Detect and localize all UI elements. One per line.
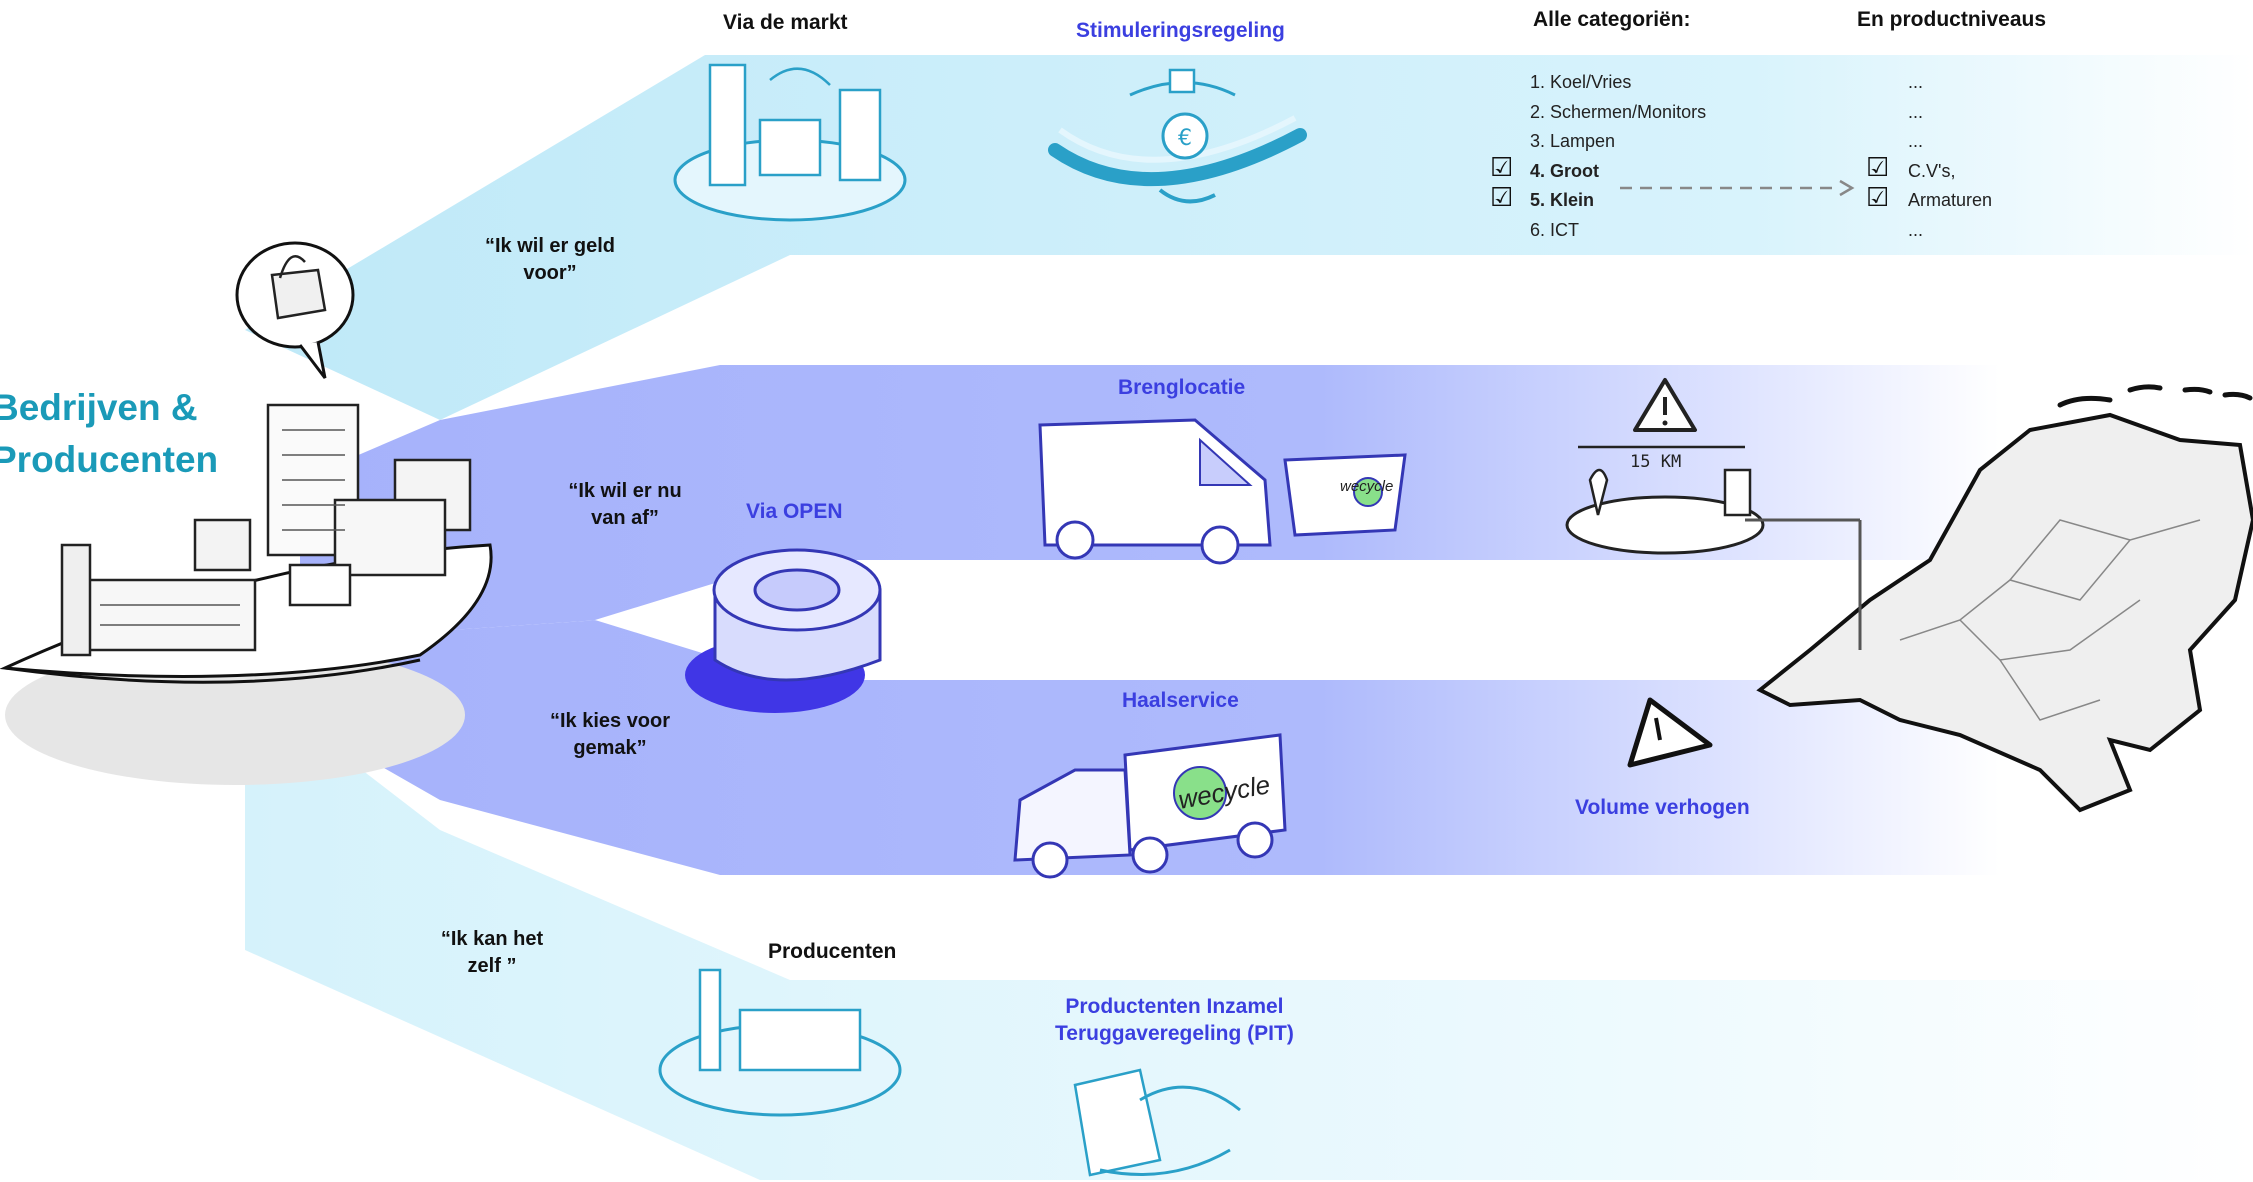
- volume-warning-icon: [1627, 697, 1713, 768]
- truck-illustration: [1013, 733, 1287, 879]
- netherlands-map: [1745, 384, 2253, 813]
- category-item: 2. Schermen/Monitors: [1530, 101, 1707, 122]
- quote-geld: “Ik wil er geld voor”: [470, 233, 630, 287]
- quote-gemak-line-2: gemak”: [573, 737, 647, 759]
- quote-zelf-line-2: zelf ”: [467, 955, 517, 977]
- warning-icon: [1633, 378, 1697, 432]
- quote-gemak: “Ik kies voor gemak”: [530, 708, 690, 762]
- pit-line-2: Teruggaveregeling (PIT): [1055, 1022, 1294, 1045]
- checkbox-icon: ☑: [1490, 152, 1514, 182]
- van-illustration: [1038, 418, 1272, 565]
- level-item: ...: [1908, 101, 1924, 122]
- category-item: 6. ICT: [1530, 219, 1580, 240]
- quote-zelf: “Ik kan het zelf ”: [412, 926, 572, 980]
- quote-nu: “Ik wil er nu van af”: [545, 478, 705, 532]
- level-item: ...: [1908, 72, 1924, 92]
- title-line-1: Bedrijven &: [0, 387, 198, 428]
- producenten-label: Producenten: [768, 940, 897, 963]
- quote-nu-line-1: “Ik wil er nu: [568, 480, 682, 502]
- pit-document-icon: [1073, 1068, 1241, 1177]
- level-item: Armaturen: [1908, 190, 1993, 210]
- via-open-label: Via OPEN: [746, 500, 843, 523]
- factory-illustration: [658, 968, 902, 1117]
- quote-geld-line-2: voor”: [523, 262, 577, 284]
- volume-label: Volume verhogen: [1575, 796, 1750, 819]
- container-brand: wecycle: [1340, 478, 1394, 495]
- level-item: C.V's,: [1908, 160, 1956, 181]
- level-list: ... ... ... C.V's, Armaturen ...: [1908, 68, 1992, 245]
- stimulering-label: Stimuleringsregeling: [1076, 19, 1285, 42]
- quote-zelf-line-1: “Ik kan het: [440, 928, 544, 950]
- category-item: 3. Lampen: [1530, 131, 1616, 151]
- checkbox-icon: ☑: [1490, 182, 1514, 212]
- haalservice-label: Haalservice: [1122, 689, 1239, 712]
- category-list: 1. Koel/Vries 2. Schermen/Monitors 3. La…: [1530, 68, 1706, 245]
- category-item: 5. Klein: [1530, 190, 1595, 210]
- level-item: ...: [1908, 219, 1924, 240]
- basket-icon: [235, 241, 355, 379]
- city-platform: [0, 403, 493, 785]
- checkbox-icon: ☑: [1866, 152, 1890, 182]
- category-item: 4. Groot: [1530, 160, 1600, 181]
- level-item: ...: [1908, 131, 1924, 151]
- quote-gemak-line-1: “Ik kies voor: [549, 710, 671, 732]
- brenglocatie-label: Brenglocatie: [1118, 376, 1246, 399]
- pit-label: Productenten Inzamel Teruggaveregeling (…: [1055, 993, 1294, 1047]
- categories-header: Alle categoriën:: [1533, 8, 1691, 31]
- quote-nu-line-2: van af”: [591, 507, 659, 529]
- category-arrow: [1620, 179, 1855, 197]
- container-illustration: [1283, 453, 1407, 537]
- handshake-icon: [1048, 115, 1307, 204]
- svg-text:€: €: [1178, 126, 1192, 151]
- levels-header: En productniveaus: [1857, 8, 2047, 31]
- category-item: 1. Koel/Vries: [1530, 72, 1632, 92]
- distance-label: 15 KM: [1630, 452, 1682, 472]
- via-markt-label: Via de markt: [723, 11, 848, 34]
- euro-icon: €: [1129, 68, 1236, 160]
- page-title: Bedrijven & Producenten: [0, 382, 218, 486]
- open-spool-icon: [685, 548, 882, 713]
- map-pin-icon: [1565, 445, 1765, 555]
- market-city-illustration: [673, 63, 907, 222]
- quote-geld-line-1: “Ik wil er geld: [484, 235, 616, 257]
- title-line-2: Producenten: [0, 439, 219, 480]
- pit-line-1: Productenten Inzamel: [1065, 995, 1284, 1018]
- checkbox-icon: ☑: [1866, 182, 1890, 212]
